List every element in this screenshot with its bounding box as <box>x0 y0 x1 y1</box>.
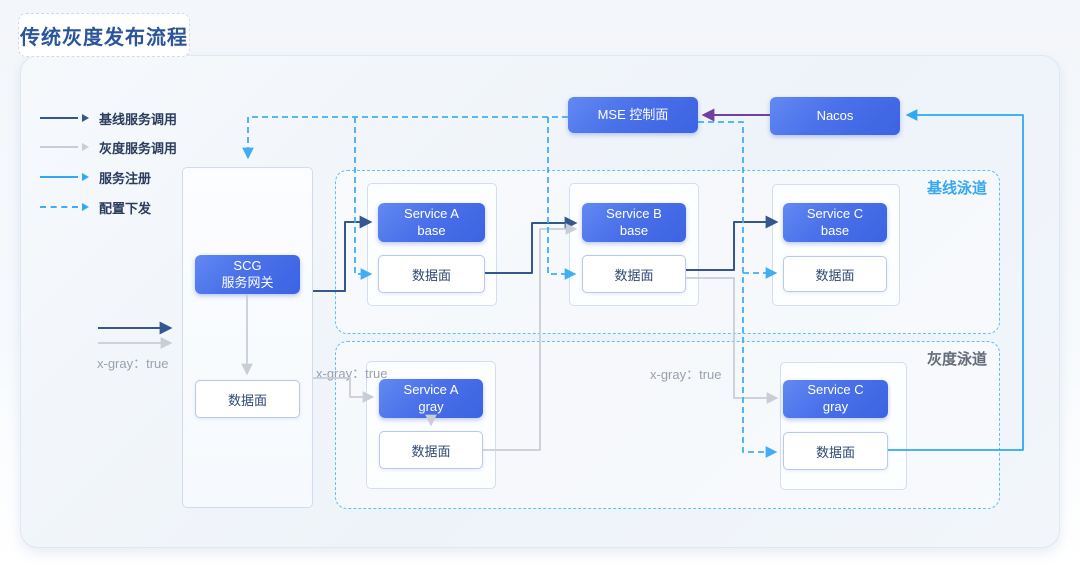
legend-item-config-push: 配置下发 <box>40 199 152 216</box>
node-label-line2: 服务网关 <box>221 274 274 290</box>
node-label-line2: gray <box>418 398 444 414</box>
data-plane-label: 数据面 <box>614 267 654 283</box>
node-label-line1: MSE 控制面 <box>597 106 669 122</box>
swimlane-gray-label: 灰度泳道 <box>926 351 987 368</box>
legend-line-baseline <box>40 117 78 119</box>
node-service-c-gray: Service C gray <box>783 380 888 418</box>
node-service-b-base: Service B base <box>582 203 686 242</box>
node-nacos: Nacos <box>770 97 900 135</box>
node-service-a-gray: Service A gray <box>379 379 483 418</box>
node-label-line1: Service C <box>807 382 864 398</box>
node-label-line2: base <box>619 222 649 238</box>
swimlane-baseline-label: 基线泳道 <box>926 180 987 197</box>
annotation-x-gray-entry: x-gray：true <box>97 356 169 371</box>
legend-arrowhead-baseline <box>82 114 89 122</box>
legend-line-dashed-cyan <box>40 206 78 208</box>
node-label-line1: Nacos <box>816 107 854 123</box>
node-label-line2: base <box>417 222 446 238</box>
node-mse-control-plane: MSE 控制面 <box>568 97 698 133</box>
node-label-line1: SCG <box>233 257 262 273</box>
service-a-base-data-plane: 数据面 <box>378 255 485 293</box>
legend-label: 服务注册 <box>99 170 152 186</box>
legend-item-gray-call: 灰度服务调用 <box>40 139 178 156</box>
page-title: 传统灰度发布流程 <box>20 26 188 49</box>
data-plane-label: 数据面 <box>815 444 855 460</box>
node-label-line1: Service B <box>606 205 662 221</box>
annotation-x-gray-service-a: x-gray：true <box>316 366 388 381</box>
legend-arrowhead-gray <box>82 143 89 151</box>
node-label-line1: Service A <box>403 381 459 397</box>
scg-data-plane: 数据面 <box>195 380 300 418</box>
legend-line-cyan <box>40 176 78 178</box>
legend-label: 配置下发 <box>99 200 152 216</box>
node-service-a-base: Service A base <box>378 203 485 242</box>
node-label-line2: gray <box>822 399 849 414</box>
node-label-line1: Service A <box>404 205 459 221</box>
service-a-gray-data-plane: 数据面 <box>379 431 483 469</box>
legend-arrowhead-cyan <box>82 173 89 181</box>
diagram-title-box: 传统灰度发布流程 <box>18 13 190 57</box>
annotation-x-gray-service-c: x-gray：true <box>650 367 722 382</box>
scg-gateway-container <box>182 167 313 508</box>
legend-label: 灰度服务调用 <box>99 140 178 156</box>
data-plane-label: 数据面 <box>227 392 267 408</box>
node-label-line2: base <box>820 222 850 238</box>
legend-item-service-registration: 服务注册 <box>40 169 152 186</box>
node-scg-gateway: SCG 服务网关 <box>195 255 300 294</box>
data-plane-label: 数据面 <box>411 443 451 459</box>
service-b-base-data-plane: 数据面 <box>582 255 686 293</box>
node-label-line1: Service C <box>806 205 864 221</box>
data-plane-label: 数据面 <box>815 267 855 283</box>
legend-item-baseline-call: 基线服务调用 <box>40 110 178 127</box>
data-plane-label: 数据面 <box>411 267 451 283</box>
legend-label: 基线服务调用 <box>99 111 178 127</box>
node-service-c-base: Service C base <box>783 203 887 242</box>
service-c-base-data-plane: 数据面 <box>783 256 887 292</box>
legend-arrowhead-dashed-cyan <box>82 203 89 211</box>
service-c-gray-data-plane: 数据面 <box>783 432 888 470</box>
legend-line-gray <box>40 146 78 148</box>
